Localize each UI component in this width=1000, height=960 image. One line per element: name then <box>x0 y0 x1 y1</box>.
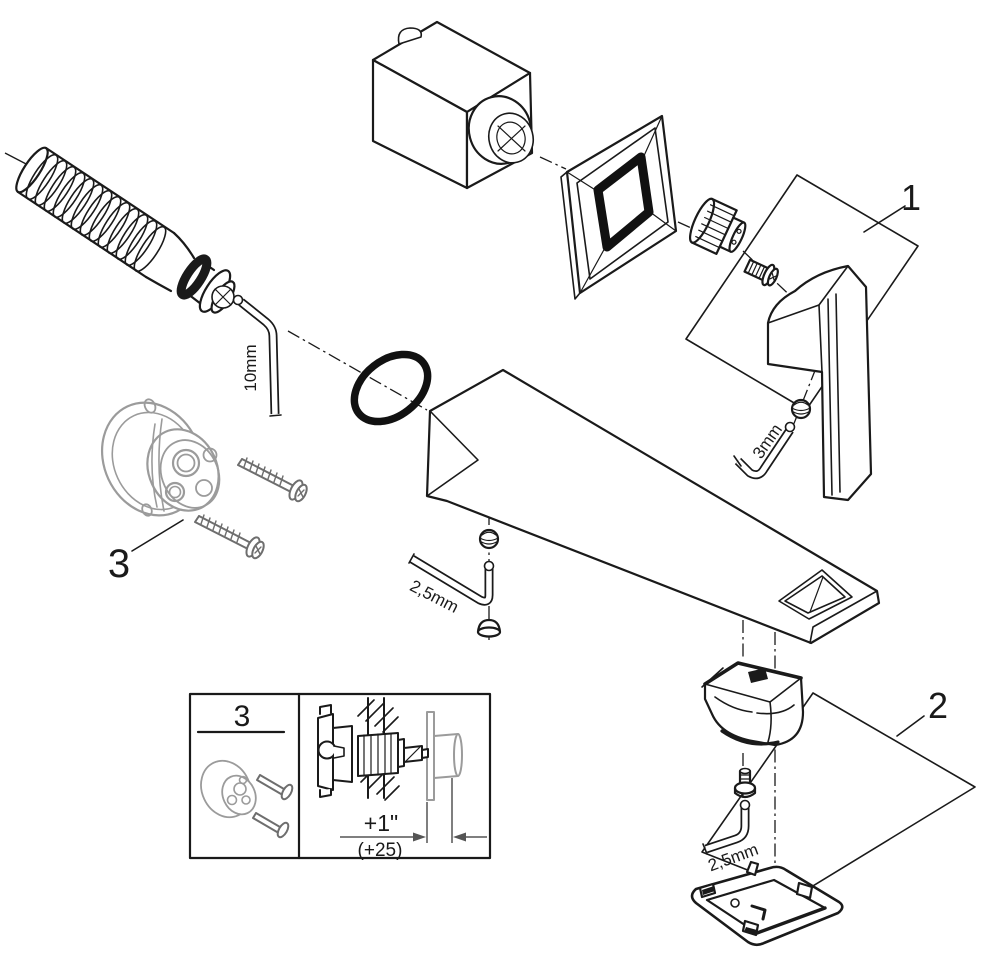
flange-screw-lower <box>194 514 265 560</box>
callout-2: 2 <box>896 685 948 737</box>
fixing-screw <box>743 258 779 287</box>
callout-1: 1 <box>863 177 921 233</box>
concealed-body-box <box>371 20 535 190</box>
inset-valve-drawing <box>317 704 429 798</box>
inset-number: 3 <box>234 700 251 733</box>
handle-set-screw <box>790 398 812 420</box>
mounting-flange <box>100 398 221 517</box>
hex-key-3mm: 3mm <box>733 420 796 480</box>
wall-escutcheon <box>560 114 678 300</box>
callout-3: 3 <box>108 519 184 586</box>
escutcheon-inner-frame <box>593 152 654 252</box>
spout-set-screw <box>478 528 500 550</box>
flexible-hose <box>15 146 236 314</box>
base-plate <box>690 860 844 947</box>
inset-dimension: +1" (+25) <box>340 778 487 861</box>
bracket-screw <box>733 767 757 799</box>
spout-outlet <box>778 569 853 620</box>
control-knob <box>688 197 749 260</box>
flange-screw-upper <box>237 457 308 503</box>
inset-extension-grey <box>426 711 463 801</box>
hose-ribs <box>25 153 167 273</box>
mounting-bracket <box>701 661 805 747</box>
callout-3-label: 3 <box>108 542 130 586</box>
spout <box>425 368 881 645</box>
cap-plug <box>476 618 502 638</box>
lever-handle <box>766 264 873 502</box>
box-top-plug <box>397 27 423 45</box>
hex-key-2-5mm-spout: 2,5mm <box>407 553 495 617</box>
hex-key-10mm: 10mm <box>232 294 282 417</box>
hex10-label: 10mm <box>241 344 260 391</box>
inset-panel: 3 <box>188 692 492 861</box>
callout-1-label: 1 <box>901 177 921 218</box>
o-ring <box>350 350 432 426</box>
inset-dim-inch: +1" <box>364 810 398 836</box>
inset-flange-thumbnail <box>200 759 294 839</box>
inset-dim-mm: (+25) <box>358 840 403 861</box>
hose-dark-ring <box>176 254 212 300</box>
callout-2-label: 2 <box>928 685 948 726</box>
